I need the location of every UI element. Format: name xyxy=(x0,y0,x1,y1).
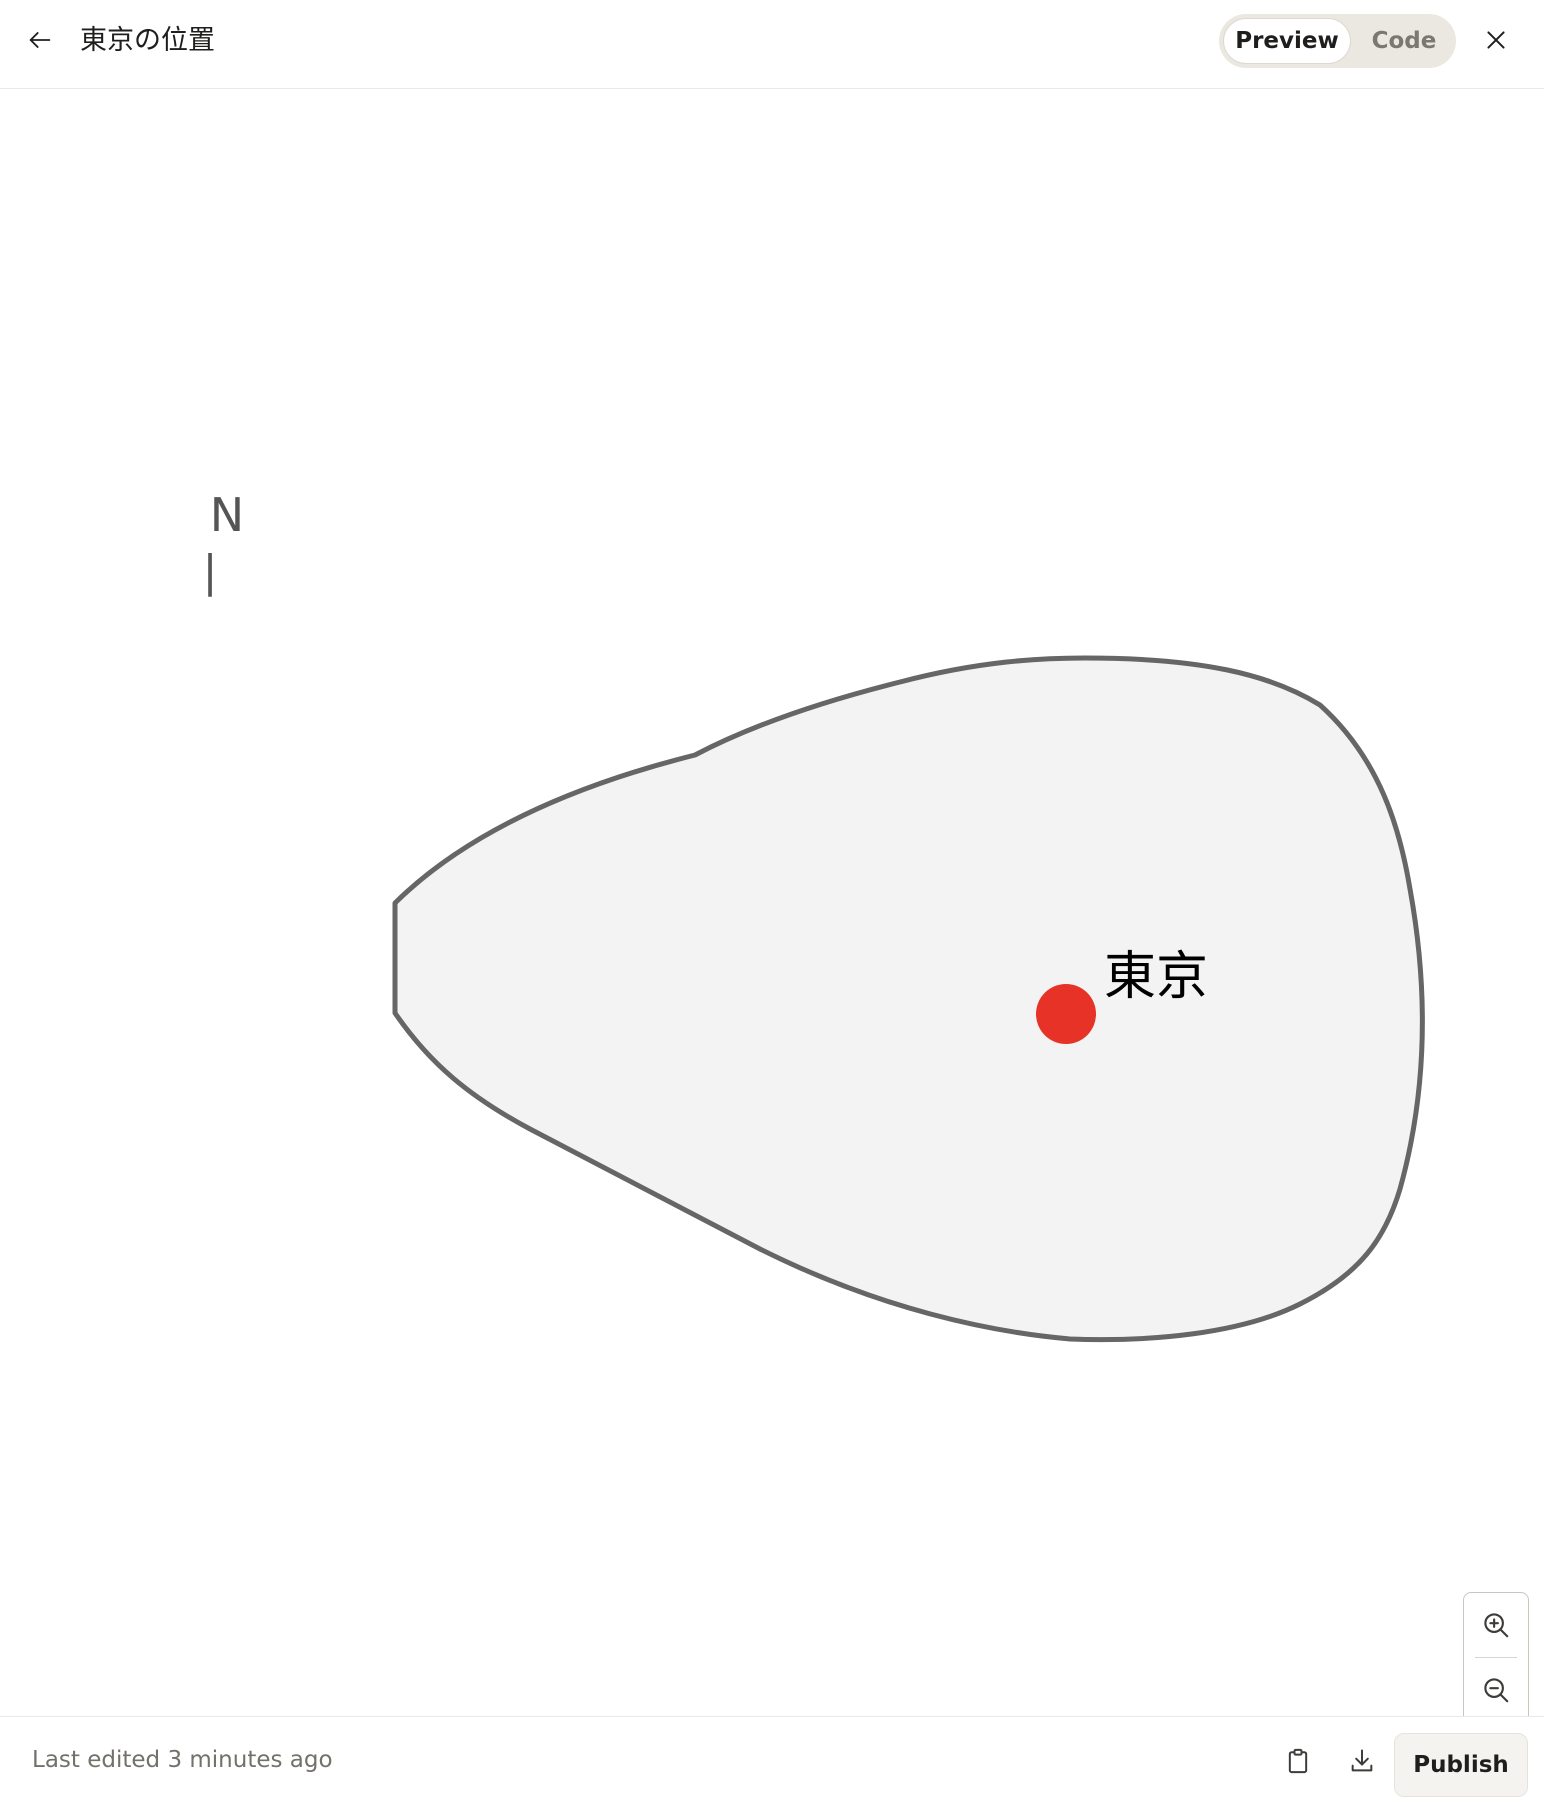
compass-north-label: N xyxy=(210,488,244,542)
zoom-in-button[interactable] xyxy=(1464,1593,1528,1657)
publish-button[interactable]: Publish xyxy=(1394,1733,1528,1797)
preview-canvas: N | 東京 xyxy=(0,89,1544,1788)
back-button[interactable] xyxy=(22,22,58,58)
view-toggle: Preview Code xyxy=(1219,14,1456,68)
tokyo-label: 東京 xyxy=(1104,947,1208,1007)
map-illustration: N | 東京 xyxy=(203,488,1425,1343)
tab-preview[interactable]: Preview xyxy=(1223,18,1351,64)
zoom-out-icon xyxy=(1484,1678,1509,1703)
zoom-out-button[interactable] xyxy=(1464,1658,1528,1722)
close-icon xyxy=(1487,31,1505,49)
page-title: 東京の位置 xyxy=(80,25,215,56)
tokyo-marker[interactable] xyxy=(1036,984,1096,1044)
copy-button[interactable] xyxy=(1274,1737,1322,1785)
zoom-in-icon xyxy=(1484,1613,1509,1638)
download-button[interactable] xyxy=(1338,1737,1386,1785)
arrow-left-icon xyxy=(29,32,51,48)
clipboard-icon xyxy=(1288,1748,1308,1774)
footer-bar: Last edited 3 minutes ago Publish xyxy=(0,1716,1544,1806)
header-bar: 東京の位置 Preview Code xyxy=(0,0,1544,89)
close-button[interactable] xyxy=(1478,22,1514,58)
zoom-divider xyxy=(1475,1657,1517,1658)
compass-needle: | xyxy=(203,546,218,597)
download-icon xyxy=(1351,1749,1373,1772)
last-edited-status: Last edited 3 minutes ago xyxy=(32,1747,333,1773)
japan-landmass xyxy=(392,655,1425,1343)
tab-code[interactable]: Code xyxy=(1371,28,1437,54)
